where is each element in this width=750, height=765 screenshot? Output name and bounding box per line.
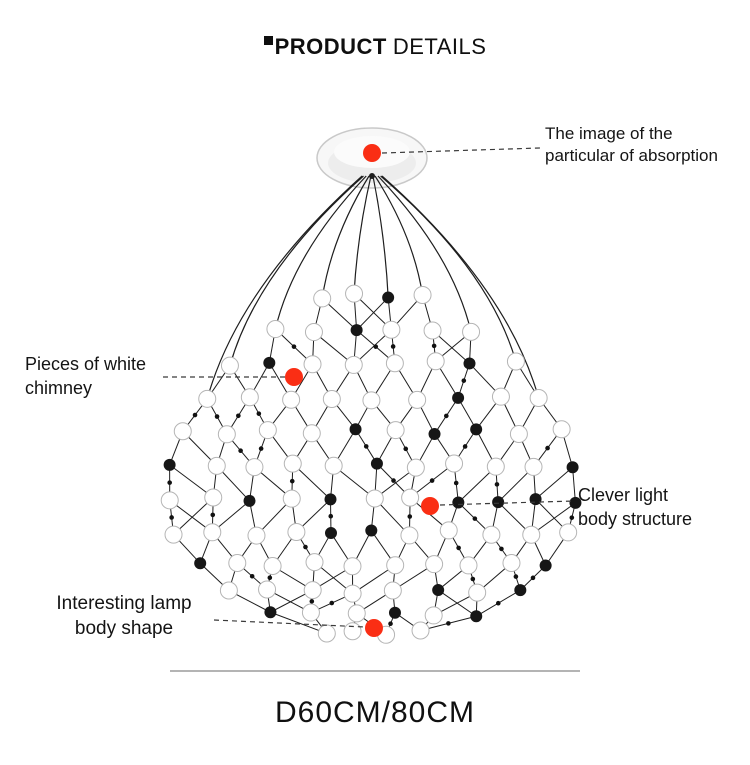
lamp-mesh (160, 175, 582, 644)
leader-body-shape (213, 619, 366, 628)
marker-light-structure (421, 497, 439, 515)
callout-body-shape: Interesting lamp body shape (56, 593, 192, 640)
square-bullet-icon (263, 36, 273, 45)
callout-markers (285, 144, 439, 637)
callout-leader-lines (163, 147, 575, 628)
mesh-discs (160, 284, 582, 644)
marker-absorption (363, 144, 381, 162)
header-title-primary: PRODUCT (274, 34, 387, 59)
hanging-wires (206, 175, 540, 399)
callout-absorption: The image of the particular of absorptio… (545, 124, 718, 166)
mesh-junction-dots (167, 343, 575, 627)
ceiling-canopy (316, 127, 428, 189)
dimensions-label: D60CM/80CM (274, 696, 476, 729)
leader-light-structure (439, 500, 575, 506)
marker-white-chimney (285, 368, 303, 386)
callout-light-structure: Clever light body structure (578, 485, 693, 529)
callout-white-chimney: Pieces of white chimney (25, 354, 147, 398)
header-title-secondary: DETAILS (392, 34, 487, 59)
marker-body-shape (365, 619, 383, 637)
